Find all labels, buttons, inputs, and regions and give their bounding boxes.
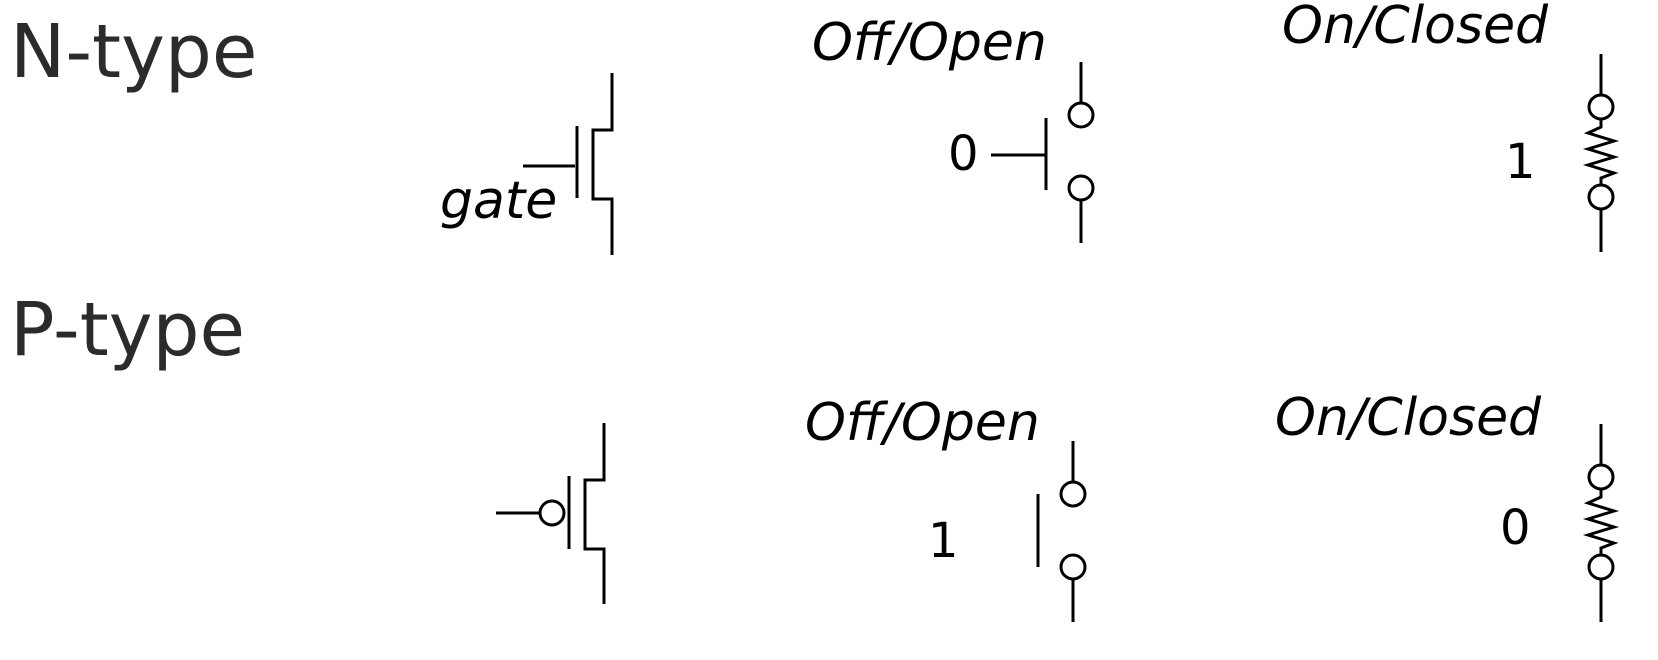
p-type-off-bottom-terminal <box>1059 553 1087 581</box>
p-type-title: P-type <box>10 287 245 373</box>
n-type-off-bottom-terminal <box>1067 174 1095 202</box>
n-type-channel <box>591 73 614 255</box>
n-type-transistor-symbol: gate <box>440 73 614 255</box>
n-type-on-resistor <box>1582 119 1620 185</box>
n-type-on-input: 1 <box>1505 134 1536 190</box>
p-type-on-resistor <box>1582 489 1620 555</box>
n-type-title: N-type <box>10 9 257 95</box>
p-type-on-bottom-terminal <box>1587 553 1615 581</box>
p-type-channel <box>583 423 606 604</box>
p-type-off-input: 1 <box>928 513 959 569</box>
p-type-on-caption: On/Closed <box>1275 388 1542 448</box>
n-type-off-input: 0 <box>948 126 979 182</box>
p-type-on-switch: On/Closed 0 <box>1275 388 1620 622</box>
n-type-on-caption: On/Closed <box>1282 0 1549 56</box>
n-type-off-top-terminal <box>1067 101 1095 129</box>
p-type-on-input: 0 <box>1500 500 1531 556</box>
n-type-on-switch: On/Closed 1 <box>1282 0 1620 252</box>
n-type-on-top-terminal <box>1587 93 1615 121</box>
p-type-off-switch: Off/Open 1 <box>805 393 1087 622</box>
n-type-off-caption: Off/Open <box>812 13 1047 73</box>
p-type-off-top-terminal <box>1059 480 1087 508</box>
p-type-transistor-symbol <box>496 423 606 604</box>
gate-label: gate <box>440 171 557 231</box>
n-type-on-bottom-terminal <box>1587 183 1615 211</box>
p-type-gate-bubble <box>538 499 566 527</box>
n-type-off-switch: Off/Open 0 <box>812 13 1095 243</box>
p-type-off-caption: Off/Open <box>805 393 1040 453</box>
p-type-on-top-terminal <box>1587 463 1615 491</box>
